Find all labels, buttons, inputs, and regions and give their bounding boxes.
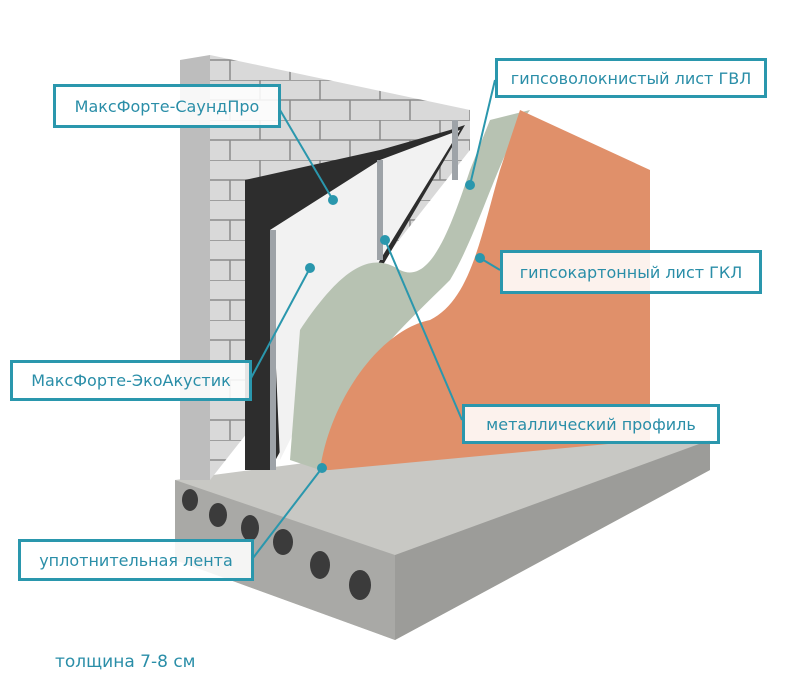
label-gvl: гипсоволокнистый лист ГВЛ xyxy=(495,58,767,98)
metal-profile xyxy=(270,120,458,470)
label-soundpro: МаксФорте-СаундПро xyxy=(53,84,281,128)
thickness-caption: толщина 7-8 см xyxy=(55,652,196,672)
gvl-sheet xyxy=(290,110,530,470)
label-profile: металлический профиль xyxy=(462,404,720,444)
leader-lines xyxy=(249,79,501,559)
gkl-sheet xyxy=(320,110,650,470)
label-ecoacoustic: МаксФорте-ЭкоАкустик xyxy=(10,360,252,401)
label-gkl: гипсокартонный лист ГКЛ xyxy=(500,250,762,294)
slab-holes xyxy=(182,489,371,600)
label-tape: уплотнительная лента xyxy=(18,539,254,581)
